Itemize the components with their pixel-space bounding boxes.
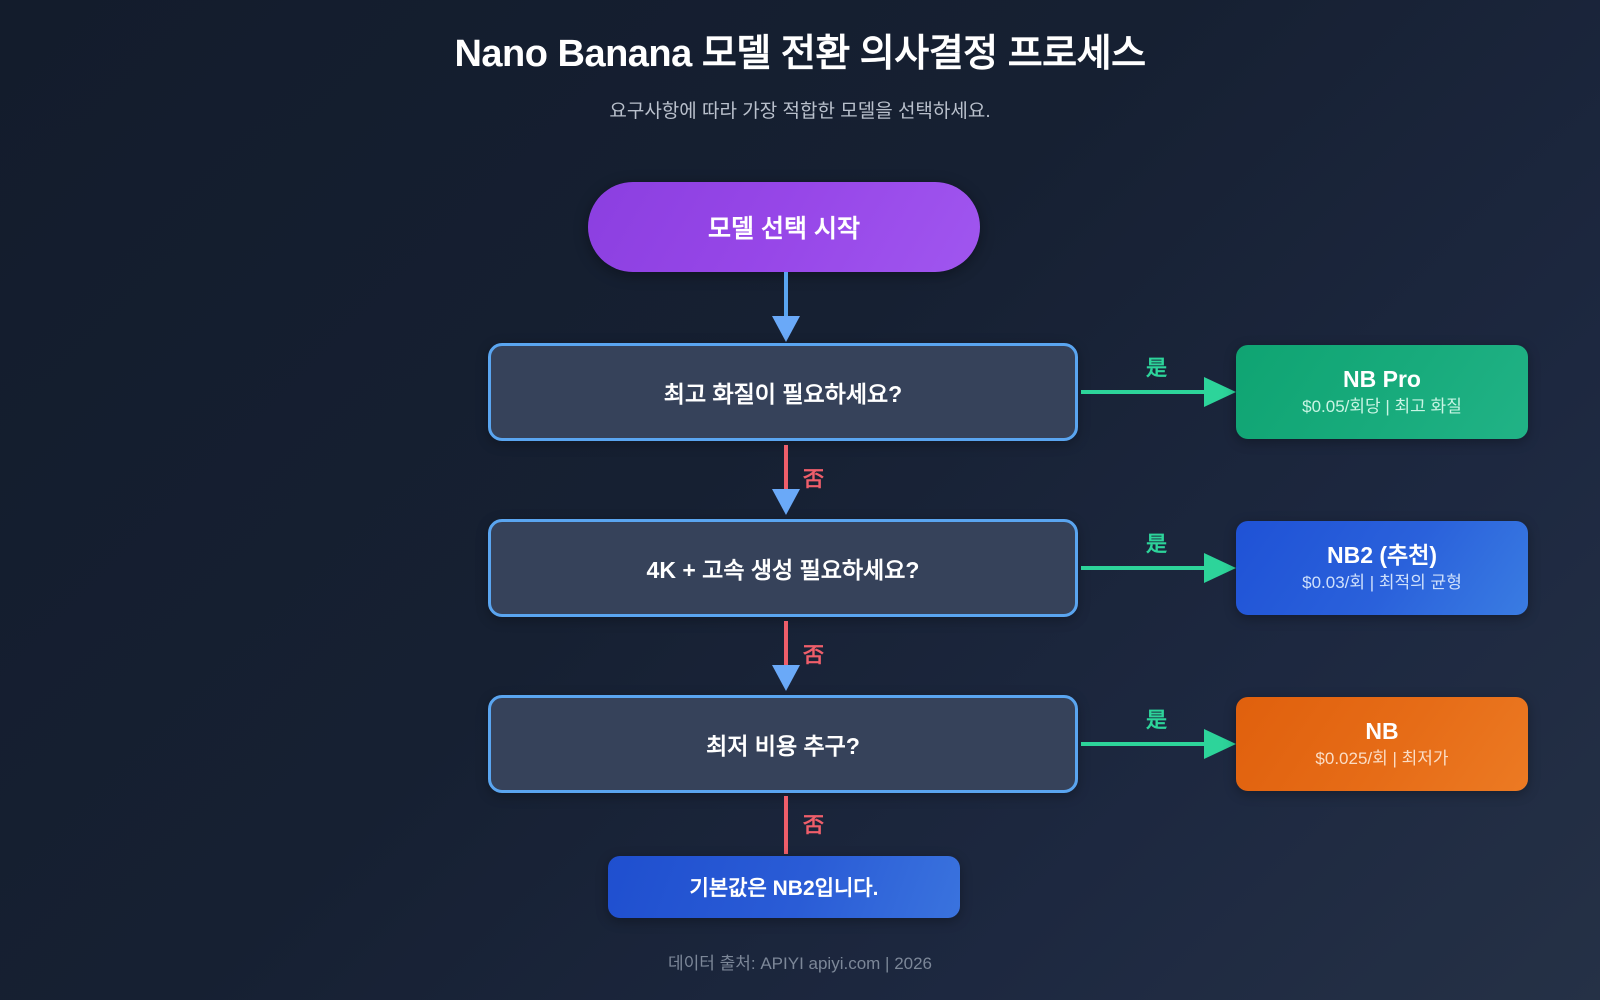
start-node-label: 모델 선택 시작 <box>708 215 860 243</box>
flow-node-decision-0[interactable]: 최고 화질이 필요하세요? <box>488 343 1078 441</box>
footer-source: 데이터 출처: APIYI apiyi.com | 2026 <box>667 954 933 973</box>
edge-label-no-0: 否 <box>803 468 824 491</box>
edge-label-no-1: 否 <box>803 644 824 667</box>
flow-node-result-nb2[interactable]: NB2 (추천) $0.03/회 | 최적의 균형 <box>1236 521 1528 615</box>
result-0-title: NB Pro <box>1343 366 1421 392</box>
arrowhead-right-icon <box>1204 553 1236 583</box>
page-title: Nano Banana 모델 전환 의사결정 프로세스 <box>454 33 1146 75</box>
arrowhead-down-icon <box>772 489 800 515</box>
arrowhead-down-icon <box>772 316 800 342</box>
edge-label-yes-1: 是 <box>1146 533 1167 556</box>
flow-node-decision-1[interactable]: 4K + 고속 생성 필요하세요? <box>488 519 1078 617</box>
connector-line <box>1081 566 1206 570</box>
edge-label-yes-0: 是 <box>1146 357 1167 380</box>
flow-node-result-nb[interactable]: NB $0.025/회 | 최저가 <box>1236 697 1528 791</box>
connector-line <box>784 445 788 493</box>
arrowhead-right-icon <box>1204 729 1236 759</box>
default-node-label: 기본값은 NB2입니다. <box>689 877 879 900</box>
decision-0-label: 최고 화질이 필요하세요? <box>663 381 903 407</box>
arrowhead-down-icon <box>772 665 800 691</box>
result-1-subtitle: $0.03/회 | 최적의 균형 <box>1302 573 1462 593</box>
connector-line <box>784 796 788 854</box>
decision-1-label: 4K + 고속 생성 필요하세요? <box>646 557 920 583</box>
result-1-title: NB2 (추천) <box>1326 542 1438 568</box>
edge-label-no-2: 否 <box>803 814 824 837</box>
edge-label-yes-2: 是 <box>1146 709 1167 732</box>
result-2-subtitle: $0.025/회 | 최저가 <box>1315 749 1449 769</box>
flow-node-decision-2[interactable]: 최저 비용 추구? <box>488 695 1078 793</box>
flow-node-start[interactable]: 모델 선택 시작 <box>588 182 980 272</box>
connector-line <box>784 272 788 320</box>
result-2-title: NB <box>1365 718 1399 744</box>
connector-line <box>784 621 788 669</box>
page-header: Nano Banana 모델 전환 의사결정 프로세스 요구사항에 따라 가장 … <box>0 0 1600 123</box>
connector-line <box>1081 390 1206 394</box>
result-0-subtitle: $0.05/회당 | 최고 화질 <box>1302 397 1462 417</box>
flow-node-result-nb-pro[interactable]: NB Pro $0.05/회당 | 최고 화질 <box>1236 345 1528 439</box>
connector-line <box>1081 742 1206 746</box>
decision-2-label: 최저 비용 추구? <box>706 733 860 759</box>
page-subtitle: 요구사항에 따라 가장 적합한 모델을 선택하세요. <box>609 100 991 122</box>
flow-node-default[interactable]: 기본값은 NB2입니다. <box>608 856 960 918</box>
arrowhead-right-icon <box>1204 377 1236 407</box>
